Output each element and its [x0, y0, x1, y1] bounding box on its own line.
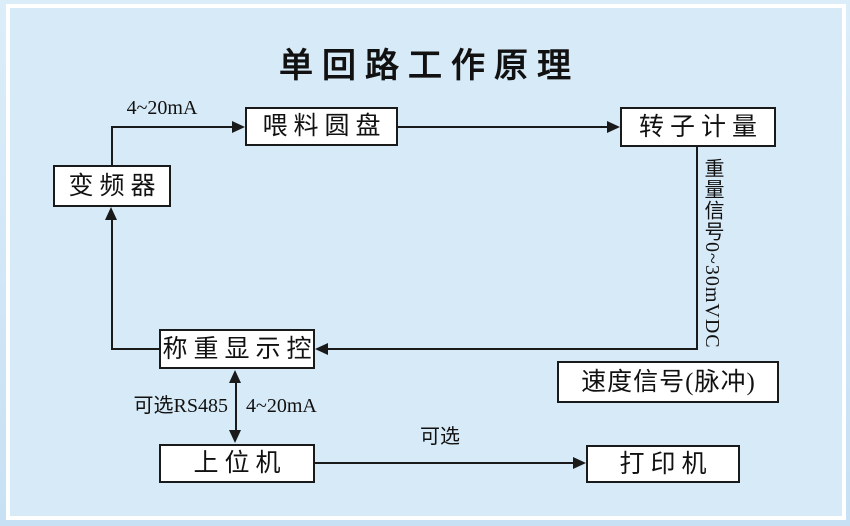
node-speed-signal: 速度信号(脉冲)	[557, 361, 779, 403]
node-printer: 打印机	[586, 445, 740, 483]
connector-line-host-to-printer	[315, 462, 575, 464]
edge-label-weight-signal: 重量信号0~30mVDC	[701, 158, 723, 349]
arrowhead-left-icon	[315, 343, 328, 355]
node-feed-disc: 喂料圆盘	[245, 107, 398, 146]
connector-line-to-weigh	[326, 348, 698, 350]
page-title: 单回路工作原理	[279, 47, 580, 85]
connector-line-weigh-to-inverter	[111, 219, 113, 350]
arrowhead-right-icon	[573, 457, 586, 469]
connector-line-feed-to-rotor	[398, 126, 609, 128]
edge-label-serial-option: 可选RS485	[133, 395, 228, 417]
connector-line-weigh-host	[235, 381, 237, 432]
edge-label-weigh-to-host: 4~20mA	[246, 395, 317, 417]
diagram-panel	[6, 4, 846, 520]
node-weigh-display: 称重显示控	[159, 329, 315, 369]
node-host-computer: 上位机	[159, 444, 315, 483]
connector-line-weigh-left	[112, 348, 160, 350]
arrowhead-up-icon	[229, 370, 241, 383]
connector-line-inverter-to-feed	[111, 126, 234, 128]
arrowhead-up-icon	[105, 207, 117, 220]
connector-line-inverter-up	[111, 126, 113, 167]
arrowhead-right-icon	[607, 121, 620, 133]
edge-label-inverter-to-feed: 4~20mA	[126, 97, 198, 119]
arrowhead-down-icon	[229, 430, 241, 443]
arrowhead-right-icon	[232, 121, 245, 133]
node-inverter: 变频器	[53, 165, 171, 207]
connector-line-rotor-down	[696, 146, 698, 350]
edge-label-printer-option: 可选	[420, 426, 460, 448]
node-rotor-meter: 转子计量	[620, 107, 776, 147]
